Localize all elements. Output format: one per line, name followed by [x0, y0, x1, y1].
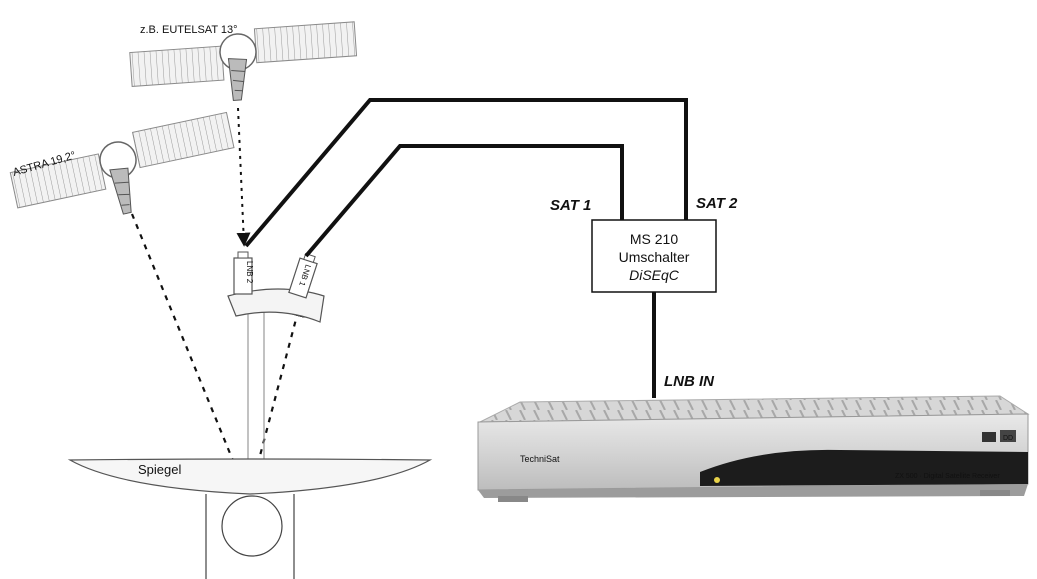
switch-model: MS 210: [630, 231, 678, 247]
eutelsat-satellite-icon: [129, 21, 358, 101]
dish-mirror: [67, 458, 433, 495]
cable-sat1: [304, 144, 624, 258]
sat2-label: SAT 2: [696, 195, 738, 212]
cable-sat2: [244, 98, 688, 248]
lnb-in-label: LNB IN: [664, 373, 715, 390]
lnb2-label: LNB 2: [245, 261, 254, 284]
dish-mast: [247, 300, 265, 462]
mirror-label: Spiegel: [138, 462, 181, 477]
sat1-label: SAT 1: [550, 197, 591, 214]
astra-signal-path: [130, 213, 248, 493]
receiver-badge: DD: [1003, 435, 1013, 442]
lnb2-icon: [233, 251, 253, 295]
astra-satellite-icon: [9, 111, 235, 215]
receiver-brand: TechniSat: [520, 454, 560, 464]
reflected-signal-path: [250, 301, 305, 487]
switch-protocol: DiSEqC: [629, 267, 680, 283]
lnb1-icon: [288, 252, 318, 299]
eutelsat-signal-path: [236, 107, 251, 247]
receiver-icon: [477, 395, 1030, 502]
diseqc-switch-box: [591, 219, 717, 293]
dish-mount: [205, 494, 295, 579]
receiver-model: ZX 500 · Digital Satellite Receiver: [895, 473, 1000, 480]
lnb-holder-plate: [227, 288, 325, 323]
switch-type: Umschalter: [619, 249, 690, 265]
eutelsat-label: z.B. EUTELSAT 13°: [140, 24, 238, 36]
